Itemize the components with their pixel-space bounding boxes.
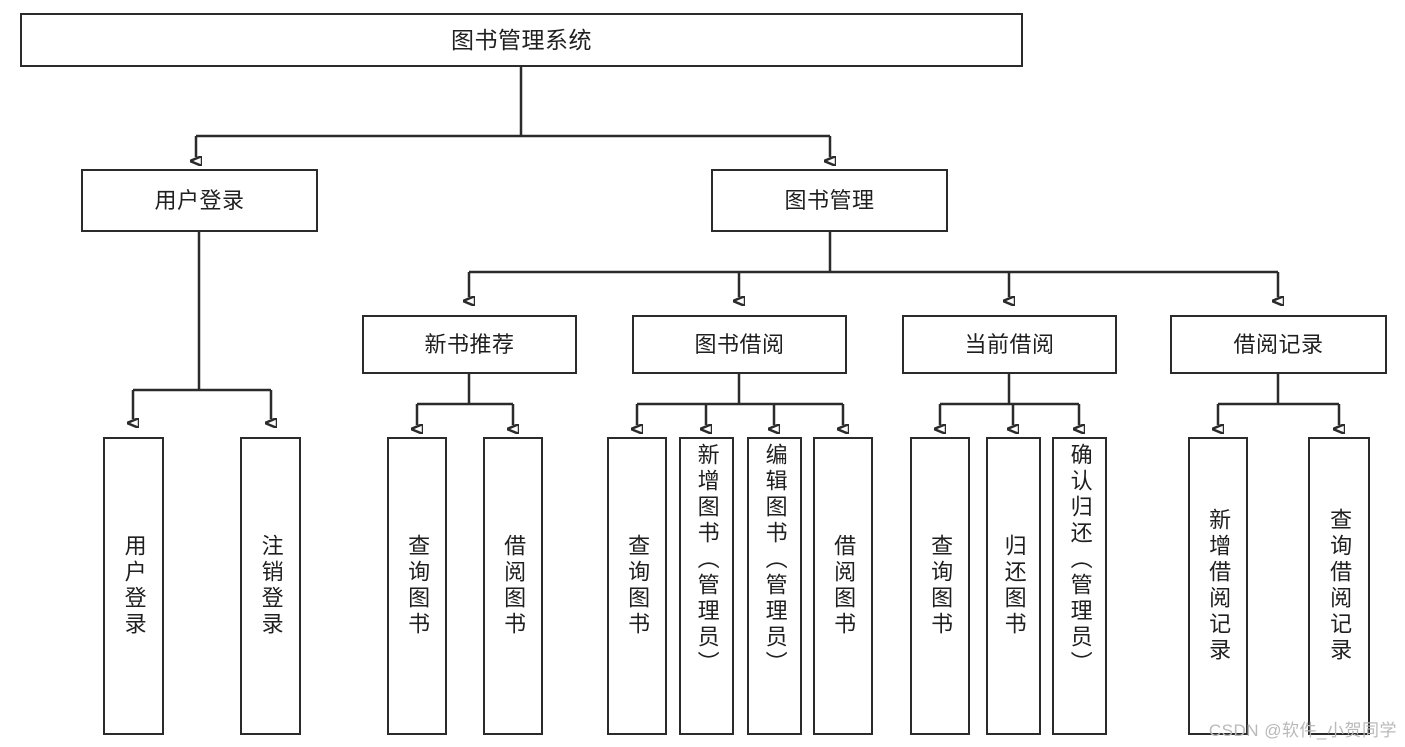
- leaf-edit-book-admin[interactable]: 编辑图书（管理员）: [747, 437, 802, 735]
- leaf-query-book-recommend[interactable]: 查询图书: [387, 437, 447, 735]
- node-user-login-label: 用户登录: [154, 187, 245, 213]
- node-new-book-recommend[interactable]: 新书推荐: [362, 315, 577, 374]
- leaf-borrow-book[interactable]: 借阅图书: [813, 437, 873, 735]
- leaf-query-borrow-record[interactable]: 查询借阅记录: [1308, 437, 1370, 735]
- leaf-add-book-admin-label: 新增图书（管理员）: [694, 443, 720, 677]
- node-book-management-label: 图书管理: [784, 187, 875, 213]
- leaf-return-book[interactable]: 归还图书: [986, 437, 1041, 735]
- leaf-query-book[interactable]: 查询图书: [607, 437, 667, 735]
- node-book-borrow-label: 图书借阅: [694, 331, 785, 357]
- node-borrow-record-label: 借阅记录: [1233, 331, 1324, 357]
- node-root[interactable]: 图书管理系统: [20, 13, 1023, 67]
- leaf-query-book-current-label: 查询图书: [928, 534, 954, 638]
- leaf-add-borrow-record[interactable]: 新增借阅记录: [1188, 437, 1248, 735]
- leaf-query-book-current[interactable]: 查询图书: [910, 437, 970, 735]
- leaf-user-login[interactable]: 用户登录: [103, 437, 164, 735]
- leaf-borrow-book-label: 借阅图书: [831, 534, 857, 638]
- node-new-book-recommend-label: 新书推荐: [424, 331, 515, 357]
- watermark: CSDN @软件_小贺同学: [1208, 721, 1397, 740]
- leaf-edit-book-admin-label: 编辑图书（管理员）: [762, 443, 788, 677]
- node-current-borrow[interactable]: 当前借阅: [902, 315, 1117, 374]
- node-user-login[interactable]: 用户登录: [81, 169, 318, 232]
- node-root-label: 图书管理系统: [451, 26, 592, 53]
- leaf-query-book-label: 查询图书: [625, 534, 651, 638]
- leaf-query-book-recommend-label: 查询图书: [405, 534, 431, 638]
- leaf-user-login-label: 用户登录: [121, 534, 147, 638]
- leaf-borrow-book-recommend-label: 借阅图书: [501, 534, 527, 638]
- node-borrow-record[interactable]: 借阅记录: [1170, 315, 1387, 374]
- leaf-borrow-book-recommend[interactable]: 借阅图书: [483, 437, 543, 735]
- leaf-confirm-return-admin[interactable]: 确认归还（管理员）: [1052, 437, 1107, 735]
- leaf-add-book-admin[interactable]: 新增图书（管理员）: [679, 437, 734, 735]
- leaf-query-borrow-record-label: 查询借阅记录: [1327, 508, 1353, 664]
- leaf-confirm-return-admin-label: 确认归还（管理员）: [1067, 443, 1093, 677]
- node-current-borrow-label: 当前借阅: [964, 331, 1055, 357]
- leaf-logout[interactable]: 注销登录: [240, 437, 301, 735]
- leaf-add-borrow-record-label: 新增借阅记录: [1206, 508, 1232, 664]
- leaf-logout-label: 注销登录: [258, 534, 284, 638]
- node-book-borrow[interactable]: 图书借阅: [632, 315, 847, 374]
- node-book-management[interactable]: 图书管理: [711, 169, 948, 232]
- leaf-return-book-label: 归还图书: [1001, 534, 1027, 638]
